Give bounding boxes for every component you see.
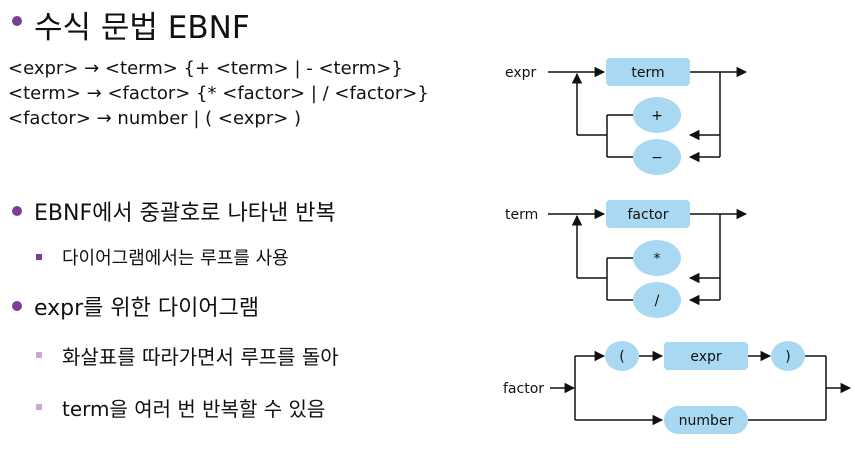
grammar-rule-term: <term> → <factor> {* <factor> | / <facto…	[8, 83, 429, 104]
bullet-2-sub-2: term을 여러 번 반복할 수 있음	[62, 397, 326, 421]
sub-bullet-marker	[36, 254, 42, 260]
bullet-2-sub-1: 화살표를 따라가면서 루프를 돌아	[62, 345, 339, 369]
sub-bullet-marker	[36, 352, 42, 358]
term-factor-box-label: factor	[627, 207, 668, 223]
term-slash-node	[633, 282, 681, 318]
expr-minus-node	[633, 139, 681, 175]
term-factor-box	[606, 200, 690, 228]
factor-number-label: number	[679, 413, 734, 429]
bullet-2-text: expr를 위한 다이어그램	[34, 296, 260, 321]
factor-number-node	[664, 406, 748, 434]
factor-rparen-label: )	[785, 349, 790, 365]
expr-minus-label: −	[651, 150, 663, 166]
title-bullet	[12, 16, 22, 26]
term-diagram: term factor * /	[505, 200, 748, 318]
expr-plus-node	[633, 97, 681, 133]
bullet-1-sub-1: 다이어그램에서는 루프를 사용	[62, 248, 289, 269]
factor-expr-box	[664, 342, 748, 370]
expr-diagram-label: expr	[505, 65, 537, 81]
bullet-1-marker	[12, 206, 22, 216]
term-diagram-label: term	[505, 207, 538, 223]
grammar-rule-expr: <expr> → <term> {+ <term> | - <term>}	[8, 58, 403, 79]
factor-diagram-label: factor	[503, 381, 544, 397]
term-star-node	[633, 240, 681, 276]
expr-plus-label: +	[651, 108, 663, 124]
bullet-2-marker	[12, 301, 22, 311]
factor-diagram: factor ( expr ) number	[503, 341, 852, 434]
term-star-label: *	[654, 251, 661, 267]
grammar-rule-factor: <factor> → number | ( <expr> )	[8, 108, 302, 129]
sub-bullet-marker	[36, 404, 42, 410]
expr-diagram: expr term + −	[505, 58, 748, 175]
page-title: 수식 문법 EBNF	[34, 10, 250, 46]
factor-expr-label: expr	[690, 349, 722, 365]
expr-term-box-label: term	[631, 65, 664, 81]
factor-lparen-node	[605, 341, 639, 371]
factor-rparen-node	[771, 341, 805, 371]
bullet-1-text: EBNF에서 중괄호로 나타낸 반복	[34, 201, 336, 226]
factor-lparen-label: (	[619, 349, 624, 365]
term-slash-label: /	[655, 293, 660, 309]
expr-term-box	[606, 58, 690, 86]
